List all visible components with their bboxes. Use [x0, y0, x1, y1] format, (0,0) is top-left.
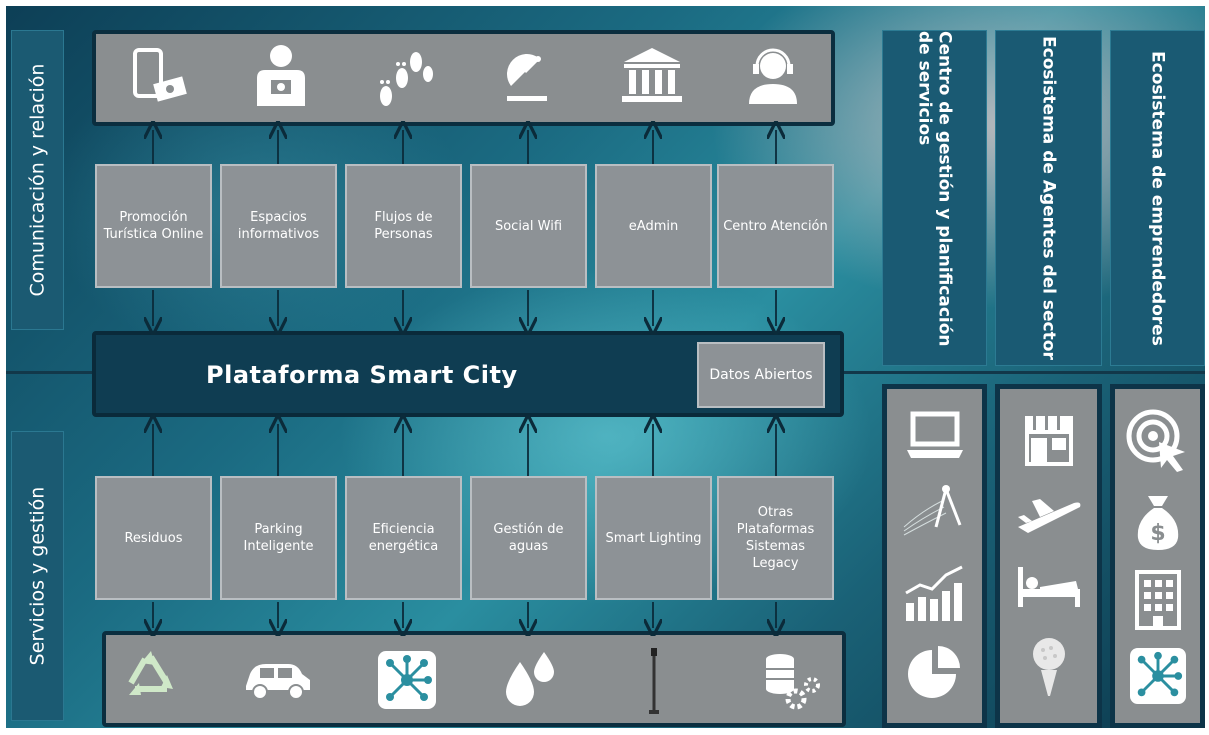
phone-money-icon: [133, 48, 187, 102]
bank-building-icon: [622, 48, 682, 102]
bar-chart-icon: [904, 565, 963, 621]
top-box-3: Flujos de Personas: [345, 164, 462, 288]
top-box-2: Espacios informativos: [220, 164, 337, 288]
top-box-1-label: Promoción Turística Online: [103, 210, 204, 242]
right-header-2: Ecosistema de Agentes del sector: [995, 30, 1102, 366]
bottom-box-5: Smart Lighting: [595, 476, 712, 600]
top-box-6: Centro Atención: [717, 164, 834, 288]
top-box-3-label: Flujos de Personas: [374, 210, 433, 242]
bottom-box-6: Otras Plataformas Sistemas Legacy: [717, 476, 834, 600]
target-cursor-icon: [1126, 409, 1185, 472]
bottom-box-5-label: Smart Lighting: [605, 530, 702, 546]
platform-title: Plataforma Smart City: [206, 361, 518, 389]
footprints-icon: [380, 52, 433, 106]
network-hub-icon: [378, 651, 436, 709]
photographer-icon: [257, 45, 305, 106]
top-box-5: eAdmin: [595, 164, 712, 288]
arrow-layer: [6, 6, 846, 636]
top-box-1: Promoción Turística Online: [95, 164, 212, 288]
bottom-icon-bar: [102, 631, 846, 727]
top-box-2-label: Espacios informativos: [237, 210, 320, 242]
top-box-6-label: Centro Atención: [723, 218, 828, 234]
office-building-icon: [1134, 570, 1181, 630]
water-drops-icon: [506, 652, 554, 706]
bottom-box-3-label: Eficiencia energética: [368, 522, 439, 554]
bottom-box-4: Gestión de aguas: [470, 476, 587, 600]
street-lamp-icon: [649, 648, 659, 714]
car-icon: [246, 664, 310, 700]
right-col-1: [882, 384, 987, 728]
call-center-agent-icon: [749, 48, 797, 104]
right-header-2-text: Ecosistema de Agentes del sector: [1038, 36, 1059, 360]
recycle-icon: [128, 651, 173, 695]
satellite-dish-icon: [507, 54, 547, 101]
top-box-5-label: eAdmin: [628, 218, 679, 234]
right-header-3-text: Ecosistema de emprendedores: [1147, 50, 1168, 346]
bed-icon: [1017, 566, 1080, 607]
network-hub-icon: [1129, 648, 1186, 704]
pie-chart-icon: [907, 646, 960, 699]
label-services: Servicios y gestión: [11, 431, 64, 721]
right-header-1: Centro de gestión y planificación de ser…: [882, 30, 987, 366]
svg-text:$: $: [1150, 521, 1165, 546]
database-gears-icon: [766, 654, 820, 710]
bottom-box-3: Eficiencia energética: [345, 476, 462, 600]
right-col-2: [995, 384, 1102, 728]
bottom-box-6-label: Otras Plataformas Sistemas Legacy: [736, 505, 815, 571]
open-data-label: Datos Abiertos: [709, 366, 813, 383]
bottom-box-1-label: Residuos: [124, 530, 183, 546]
top-box-4: Social Wifi: [470, 164, 587, 288]
right-header-1-text: Centro de gestión y planificación de ser…: [914, 31, 955, 347]
laptop-icon: [906, 411, 963, 458]
compass-drafting-icon: [903, 485, 961, 536]
bottom-box-4-label: Gestión de aguas: [493, 522, 564, 554]
label-communication: Comunicación y relación: [11, 30, 64, 330]
bottom-box-2-label: Parking Inteligente: [243, 522, 314, 554]
shop-icon: [1024, 415, 1073, 466]
airplane-icon: [1017, 499, 1080, 534]
right-header-3: Ecosistema de emprendedores: [1110, 30, 1205, 366]
diagram-canvas: Comunicación y relación Servicios y gest…: [6, 6, 1205, 728]
money-bag-icon: $: [1137, 496, 1178, 550]
top-icon-bar: [92, 30, 835, 126]
golf-ball-icon: [1032, 638, 1065, 697]
bottom-box-1: Residuos: [95, 476, 212, 600]
top-box-4-label: Social Wifi: [494, 218, 563, 234]
open-data-box: Datos Abiertos: [697, 342, 825, 408]
right-col-3: $: [1110, 384, 1205, 728]
bottom-box-2: Parking Inteligente: [220, 476, 337, 600]
